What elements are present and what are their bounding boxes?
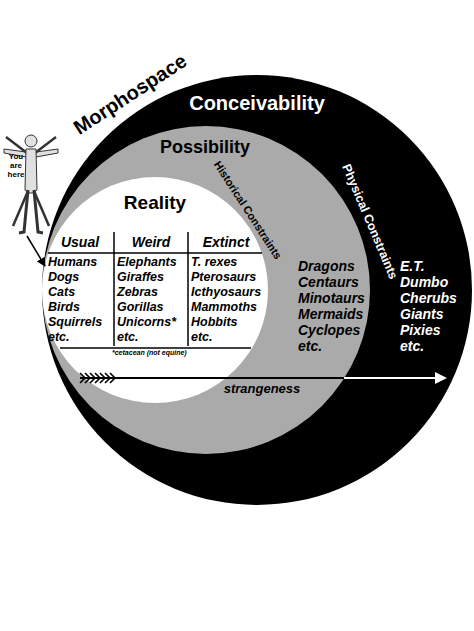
pointer-arrow (27, 236, 45, 266)
table-cell: etc. (117, 330, 139, 345)
table-cell: Cats (48, 285, 75, 300)
list-item: E.T. (400, 258, 425, 274)
strangeness-arrow (344, 377, 437, 379)
strangeness-arrow (80, 377, 344, 379)
table-rule (187, 232, 189, 346)
figure-head (25, 135, 37, 147)
region-heading: Conceivability (189, 92, 325, 114)
figure-torso (25, 149, 37, 193)
table-cell: Gorillas (117, 300, 164, 315)
table-cell: Pterosaurs (191, 270, 256, 285)
table-cell: Icthyosaurs (191, 285, 261, 300)
table-cell: etc. (48, 330, 70, 345)
table-cell: Zebras (117, 285, 158, 300)
list-item: etc. (298, 338, 322, 354)
footnote: *cetacean (not equine) (112, 349, 187, 357)
arrow-fletching (80, 373, 115, 383)
table-cell: Birds (48, 300, 80, 315)
region-fill (42, 75, 472, 505)
list-item: Mermaids (298, 306, 363, 322)
list-item: etc. (400, 338, 424, 354)
list-item: Dragons (298, 258, 355, 274)
list-item: Centaurs (298, 274, 359, 290)
list-item: Minotaurs (298, 290, 365, 306)
table-cell: Elephants (117, 255, 177, 270)
column-header: Usual (61, 235, 99, 250)
region-fill (42, 126, 370, 454)
table-cell: Dogs (48, 270, 79, 285)
list-item: Cyclopes (298, 322, 360, 338)
column-header: Weird (132, 235, 171, 250)
figure-raised-arms (6, 137, 56, 153)
table-rule (60, 347, 251, 349)
figure-arms (4, 149, 58, 157)
arrow-head (435, 372, 447, 384)
region-heading: Reality (124, 193, 186, 214)
table-cell: Humans (48, 255, 97, 270)
table-rule (48, 252, 262, 254)
list-item: Pixies (400, 322, 440, 338)
figure-spread-legs (13, 191, 49, 226)
list-item: Giants (400, 306, 444, 322)
column-header: Extinct (203, 235, 250, 250)
table-cell: Squirrels (48, 315, 102, 330)
region-fill (42, 177, 268, 403)
table-cell: Mammoths (191, 300, 257, 315)
inner-region-circle: RealityUsualHumansDogsCatsBirdsSquirrels… (42, 177, 268, 403)
table-cell: Giraffes (117, 270, 164, 285)
region-heading: Possibility (160, 138, 250, 158)
table-cell: T. rexes (191, 255, 237, 270)
location-label: You are here (6, 153, 26, 179)
human-figure (4, 135, 58, 233)
table-cell: etc. (191, 330, 213, 345)
outer-region-circle: MorphospaceConceivabilityPhysical Constr… (42, 75, 472, 505)
figure-legs (19, 190, 43, 233)
middle-region-circle: PossibilityHistorical ConstraintsDragons… (42, 126, 370, 454)
table-rule (113, 232, 115, 346)
table-cell: Unicorns* (117, 315, 176, 330)
table-cell: Hobbits (191, 315, 238, 330)
list-item: Dumbo (400, 274, 448, 290)
axis-label: strangeness (224, 382, 301, 396)
list-item: Cherubs (400, 290, 457, 306)
